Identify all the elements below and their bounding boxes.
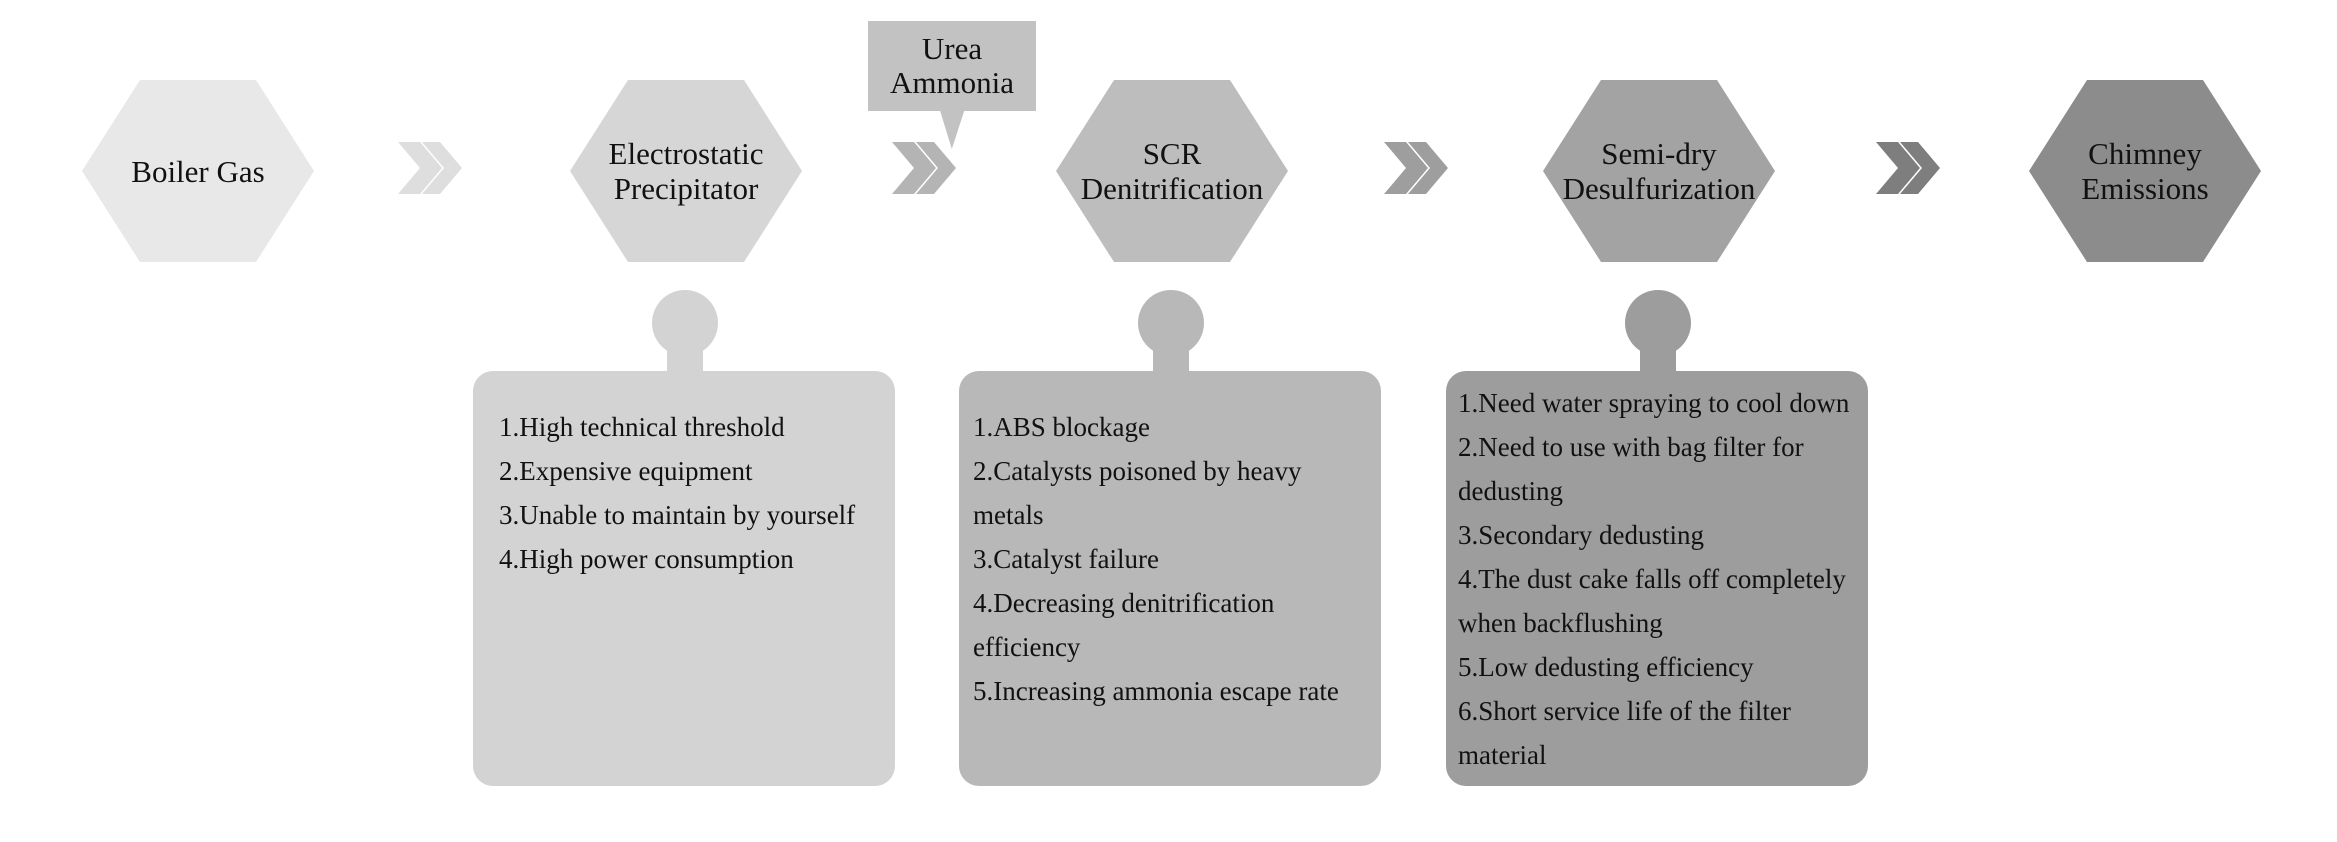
list-item: 2.Catalysts poisoned by heavy metals [973,456,1302,530]
list-item: 1.Need water spraying to cool down [1458,388,1850,418]
list-item: 3.Secondary dedusting [1458,520,1704,550]
stage-label-line: Chimney [2088,136,2202,171]
stage-label-line: Desulfurization [1562,171,1756,206]
stage-electrostatic-precipitator: Electrostatic Precipitator [570,80,802,262]
callout-line: Ammonia [890,65,1014,100]
list-item: 4.The dust cake falls off completely whe… [1458,564,1846,638]
list-item: 3.Unable to maintain by yourself [499,500,856,530]
urea-ammonia-callout: Urea Ammonia [868,21,1036,111]
list-item: 1.High technical threshold [499,412,785,442]
stage-label-line: Semi-dry [1601,136,1717,171]
list-item: 6.Short service life of the filter mater… [1458,696,1791,770]
list-item: 4.Decreasing denitrification efficiency [973,588,1275,662]
drawbacks-panel-semi-dry: 1.Need water spraying to cool down 2.Nee… [1446,371,1868,786]
double-chevron-icon [398,142,462,194]
list-item: 5.Low dedusting efficiency [1458,652,1754,682]
list-item: 5.Increasing ammonia escape rate [973,676,1339,706]
drawbacks-list: 1.ABS blockage 2.Catalysts poisoned by h… [973,405,1359,713]
list-item: 1.ABS blockage [973,412,1150,442]
drawbacks-panel-electrostatic: 1.High technical threshold 2.Expensive e… [473,371,895,786]
list-item: 2.Need to use with bag filter for dedust… [1458,432,1804,506]
drawbacks-list: 1.Need water spraying to cool down 2.Nee… [1458,381,1868,777]
stage-chimney-emissions: Chimney Emissions [2029,80,2261,262]
stage-label-line: Emissions [2081,171,2209,206]
stage-label-line: Boiler Gas [131,153,265,189]
stage-label-line: Denitrification [1080,171,1264,206]
double-chevron-icon [1384,142,1448,194]
drawbacks-list: 1.High technical threshold 2.Expensive e… [499,405,873,581]
stage-boiler-gas: Boiler Gas [82,80,314,262]
stage-label-line: Precipitator [613,171,759,206]
double-chevron-icon [1876,142,1940,194]
list-item: 3.Catalyst failure [973,544,1159,574]
stage-label-line: Electrostatic [608,136,764,171]
stage-semi-dry-desulfurization: Semi-dry Desulfurization [1543,80,1775,262]
stage-scr-denitrification: SCR Denitrification [1056,80,1288,262]
list-item: 2.Expensive equipment [499,456,753,486]
callout-line: Urea [921,31,983,66]
double-chevron-icon [892,142,956,194]
drawbacks-panel-scr: 1.ABS blockage 2.Catalysts poisoned by h… [959,371,1381,786]
stage-label-line: SCR [1142,136,1202,171]
list-item: 4.High power consumption [499,544,794,574]
